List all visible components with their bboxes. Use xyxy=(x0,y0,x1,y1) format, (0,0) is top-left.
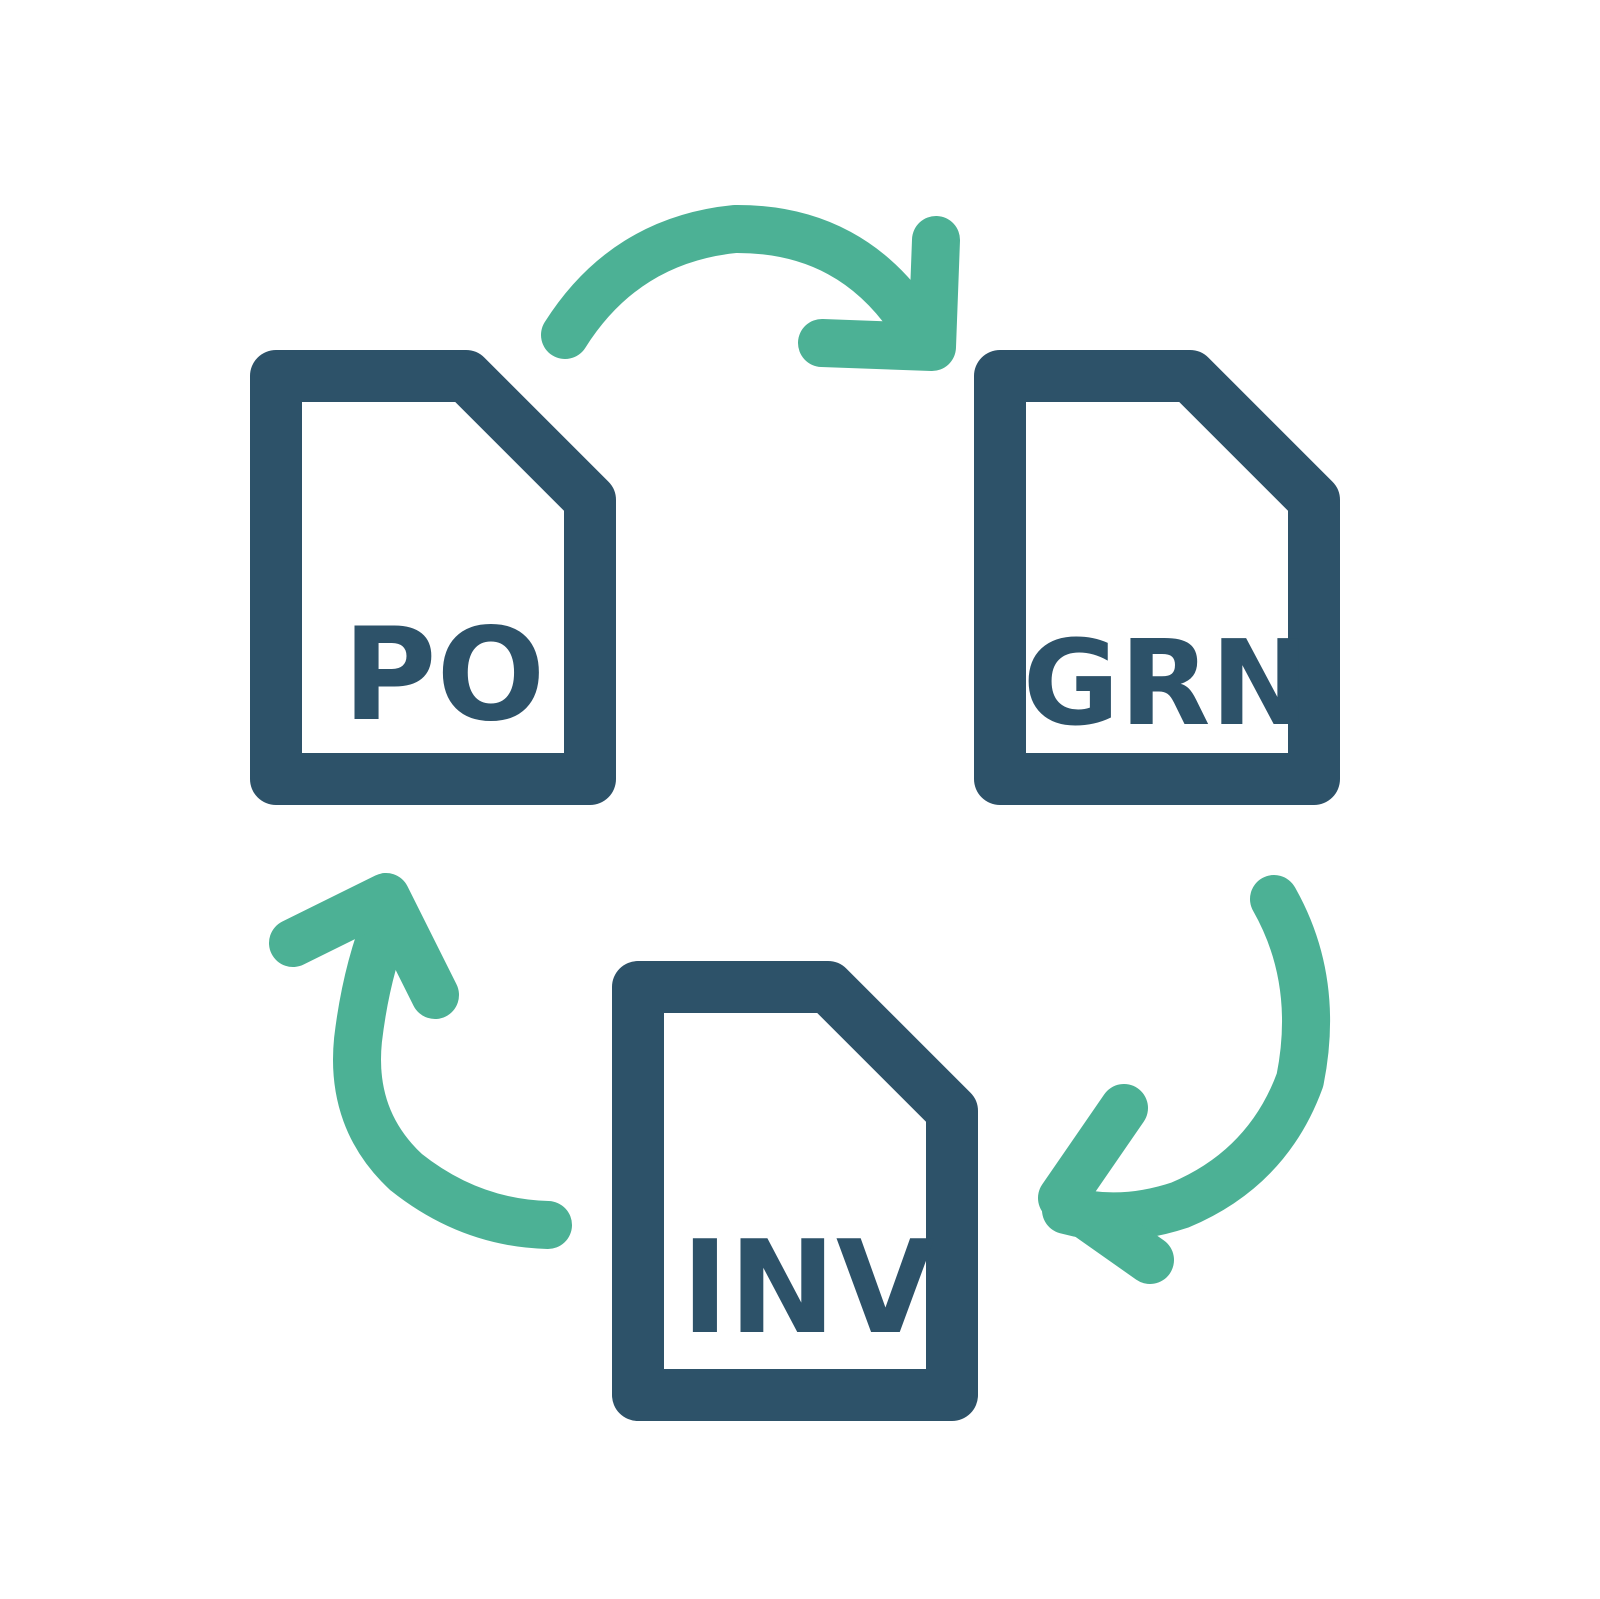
inv-document: INV xyxy=(612,961,978,1421)
arrow-inv-to-po xyxy=(269,873,572,1249)
grn-label: GRN xyxy=(1023,614,1309,752)
curved-arrow-icon xyxy=(541,204,940,359)
po-label: PO xyxy=(343,601,546,750)
inv-label: INV xyxy=(681,1214,935,1363)
curved-arrow-icon xyxy=(1042,875,1331,1241)
po-document-icon xyxy=(250,350,616,805)
arrow-grn-to-inv xyxy=(1038,875,1331,1284)
curved-arrow-icon xyxy=(333,894,572,1249)
arrow-po-to-grn xyxy=(541,204,960,371)
grn-document: GRN xyxy=(974,350,1340,805)
po-document: PO xyxy=(250,350,616,805)
grn-document-icon xyxy=(974,350,1340,805)
arrowhead-icon xyxy=(1038,1084,1174,1284)
inv-document-icon xyxy=(612,961,978,1421)
arrowhead-icon xyxy=(269,873,459,1019)
arrowhead-icon xyxy=(798,216,960,371)
